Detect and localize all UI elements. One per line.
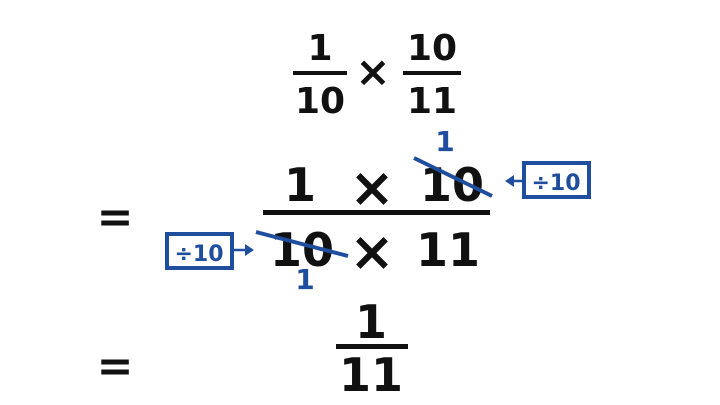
expression-line-2: = 1 × 10 10 × 11 1 ÷10 1 ÷10 xyxy=(97,125,591,296)
fraction-1-bar xyxy=(293,71,347,75)
result-fraction-bar xyxy=(336,344,408,349)
fraction-1-denominator: 10 xyxy=(295,81,345,122)
numerator-left: 1 xyxy=(284,158,316,212)
expression-line-1: 1 10 × 10 11 xyxy=(293,28,461,122)
result-denominator: 11 xyxy=(339,348,403,402)
expression-line-3: = 1 11 xyxy=(97,295,408,402)
denominator-right: 11 xyxy=(416,223,480,277)
result-numerator: 1 xyxy=(355,295,387,349)
fraction-2-bar xyxy=(403,71,461,75)
cancel-result-bottom: 1 xyxy=(295,263,314,296)
equals-sign: = xyxy=(97,192,134,243)
denominator-operator: × xyxy=(349,220,394,283)
fraction-2-denominator: 11 xyxy=(407,81,457,122)
multiply-operator: × xyxy=(355,47,390,96)
divide-box-bottom-label: ÷10 xyxy=(174,242,223,267)
fraction-2-numerator: 10 xyxy=(407,28,457,69)
divide-box-top xyxy=(522,161,591,199)
fraction-1-numerator: 1 xyxy=(307,28,332,69)
numerator-operator: × xyxy=(349,156,394,219)
divide-box-bottom xyxy=(165,232,234,270)
cancel-result-top: 1 xyxy=(435,125,454,158)
right-arrow-icon xyxy=(234,244,254,256)
divide-box-top-label: ÷10 xyxy=(531,171,580,196)
cancel-strike-bottom xyxy=(255,230,349,258)
result-equals-sign: = xyxy=(97,341,134,392)
main-fraction-bar xyxy=(263,210,490,215)
cancel-strike-top xyxy=(413,156,493,198)
